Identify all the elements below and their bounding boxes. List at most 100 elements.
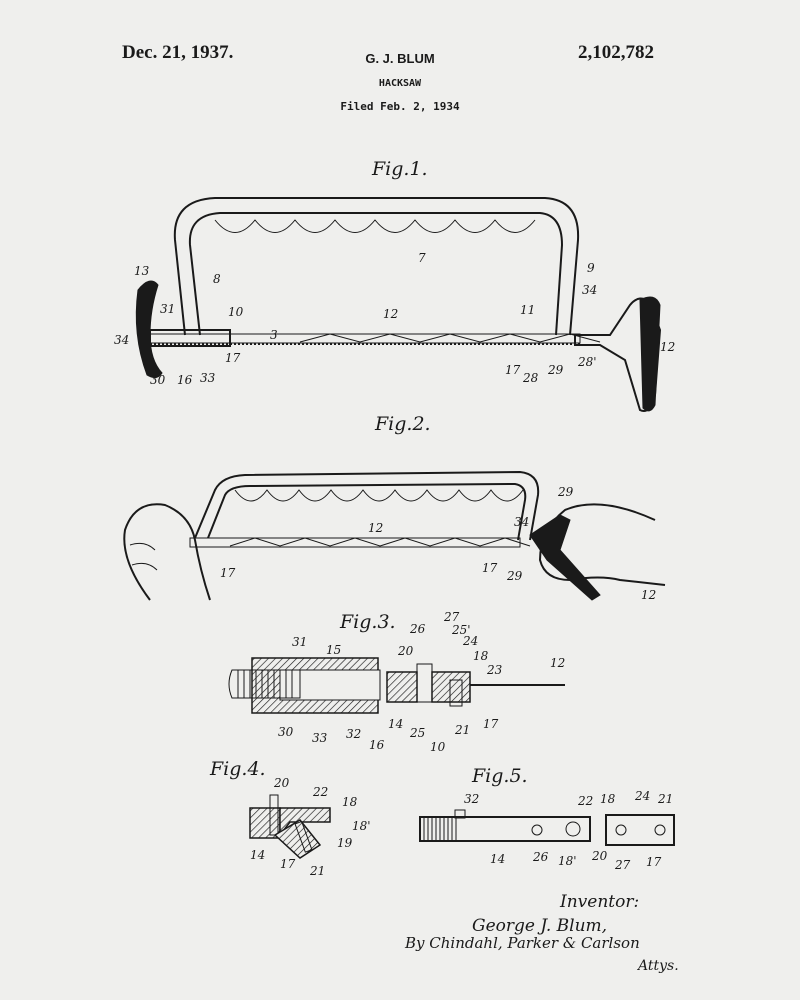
ref-numeral: 16 — [369, 738, 385, 752]
ref-numeral: 22 — [577, 794, 593, 808]
ref-numeral: 32 — [464, 792, 479, 806]
figure-label: Fig.2. — [374, 413, 431, 435]
ref-numeral: 30 — [278, 725, 294, 739]
right-hand — [529, 503, 666, 601]
ref-numeral: 21 — [454, 723, 470, 737]
attorney-signature: By Chindahl, Parker & Carlson — [404, 934, 640, 952]
ref-numeral: 20 — [397, 644, 414, 658]
reference-numerals: 31 15 20 26 27 25' 24 18 23 12 30 33 32 … — [278, 610, 565, 754]
filed-date: Filed Feb. 2, 1934 — [340, 100, 460, 113]
ref-numeral: 21 — [657, 792, 673, 806]
figure-5: Fig.5. 32 22 18 24 21 14 26 18' 20 27 17 — [419, 765, 675, 872]
figure-label: Fig.4. — [209, 758, 266, 780]
ref-numeral: 34 — [582, 283, 597, 297]
figure-label: Fig.1. — [371, 158, 428, 180]
ref-numeral: 17 — [482, 561, 498, 575]
ref-numeral: 31 — [292, 635, 307, 649]
ref-numeral: 30 — [150, 373, 166, 387]
ref-numeral: 10 — [430, 740, 446, 754]
section-marker: 3 — [270, 328, 278, 342]
ref-numeral: 12 — [368, 521, 383, 535]
figure-3: Fig.3. 31 15 20 26 27 25' 24 18 23 12 30… — [228, 610, 565, 754]
patent-date: Dec. 21, 1937. — [122, 42, 234, 63]
ref-numeral: 17 — [505, 363, 521, 377]
ref-numeral: 7 — [418, 251, 426, 265]
inventor-label: Inventor: — [559, 892, 639, 912]
left-hand — [123, 503, 211, 601]
ref-numeral: 24 — [634, 789, 650, 803]
ref-numeral: 18 — [600, 792, 616, 806]
ref-numeral: 33 — [312, 731, 328, 745]
ref-numeral: 34 — [114, 333, 129, 347]
left-handle — [135, 280, 231, 379]
figure-2: Fig.2. 12 17 34 29 17 29 12 — [123, 413, 666, 602]
ref-numeral: 17 — [220, 566, 236, 580]
ref-numeral: 13 — [134, 264, 150, 278]
ref-numeral: 27 — [443, 610, 460, 624]
ref-numeral: 34 — [514, 515, 529, 529]
signature-block: Inventor: George J. Blum, By Chindahl, P… — [404, 892, 679, 974]
ref-numeral: 25 — [409, 726, 425, 740]
attorneys-label: Attys. — [636, 958, 679, 974]
reference-numerals: 20 22 18 18' 19 14 17 21 — [250, 776, 371, 878]
ref-numeral: 12 — [660, 340, 675, 354]
ref-numeral: 17 — [483, 717, 499, 731]
ref-numeral: 10 — [228, 305, 244, 319]
ref-numeral: 17 — [280, 857, 296, 871]
hacksaw-frame — [194, 470, 540, 541]
ref-numeral: 14 — [250, 848, 265, 862]
ref-numeral: 26 — [532, 850, 549, 864]
ref-numeral: 23 — [486, 663, 503, 677]
ref-numeral: 28 — [522, 371, 539, 385]
ref-numeral: 27 — [614, 858, 631, 872]
ref-numeral: 33 — [200, 371, 216, 385]
ref-numeral: 9 — [587, 261, 595, 275]
ref-numeral: 12 — [641, 588, 656, 602]
inventor-signature: George J. Blum, — [472, 916, 607, 936]
ref-numeral: 26 — [409, 622, 426, 636]
ref-numeral: 15 — [326, 643, 341, 657]
ref-numeral: 29 — [506, 569, 523, 583]
reference-numerals: 32 22 18 24 21 14 26 18' 20 27 17 — [464, 789, 673, 872]
reference-numerals: 13 31 10 8 7 9 12 11 34 34 30 16 33 17 1… — [114, 251, 675, 387]
ref-numeral: 11 — [520, 303, 535, 317]
ref-numeral: 22 — [312, 785, 328, 799]
figure-4: Fig.4. 20 22 18 18' 19 14 17 21 — [209, 758, 371, 878]
figure-label: Fig.3. — [339, 611, 396, 633]
clamp-body — [386, 671, 418, 703]
ref-numeral: 17 — [646, 855, 662, 869]
ref-numeral: 20 — [591, 849, 608, 863]
saw-blade — [189, 537, 531, 548]
patent-title: HACKSAW — [378, 78, 422, 89]
figure-label: Fig.5. — [471, 765, 528, 787]
hacksaw-frame — [173, 197, 580, 336]
ref-numeral: 29 — [557, 485, 574, 499]
ref-numeral: 25' — [451, 623, 471, 637]
ref-numeral: 18 — [342, 795, 358, 809]
ref-numeral: 18 — [473, 649, 489, 663]
ref-numeral: 18' — [558, 854, 577, 868]
right-handle — [574, 296, 662, 412]
threaded-rod — [228, 669, 301, 699]
ref-numeral: 24 — [462, 634, 478, 648]
reference-numerals: 12 17 34 29 17 29 12 — [220, 485, 656, 602]
ref-numeral: 12 — [550, 656, 565, 670]
ref-numeral: 28' — [577, 355, 597, 369]
ref-numeral: 14 — [388, 717, 403, 731]
patent-number: 2,102,782 — [578, 42, 654, 63]
ref-numeral: 8 — [213, 272, 221, 286]
ref-numeral: 12 — [383, 307, 398, 321]
ref-numeral: 17 — [225, 351, 241, 365]
ref-numeral: 32 — [346, 727, 361, 741]
ref-numeral: 14 — [490, 852, 505, 866]
ref-numeral: 29 — [547, 363, 564, 377]
ref-numeral: 31 — [160, 302, 175, 316]
inventor-name-header: G. J. BLUM — [365, 51, 435, 66]
ref-numeral: 20 — [273, 776, 290, 790]
ref-numeral: 18' — [352, 819, 371, 833]
ref-numeral: 19 — [337, 836, 353, 850]
ref-numeral: 21 — [309, 864, 325, 878]
saw-blade — [149, 333, 601, 345]
figure-1: Fig.1. 13 31 10 8 7 9 12 11 34 — [114, 158, 675, 412]
